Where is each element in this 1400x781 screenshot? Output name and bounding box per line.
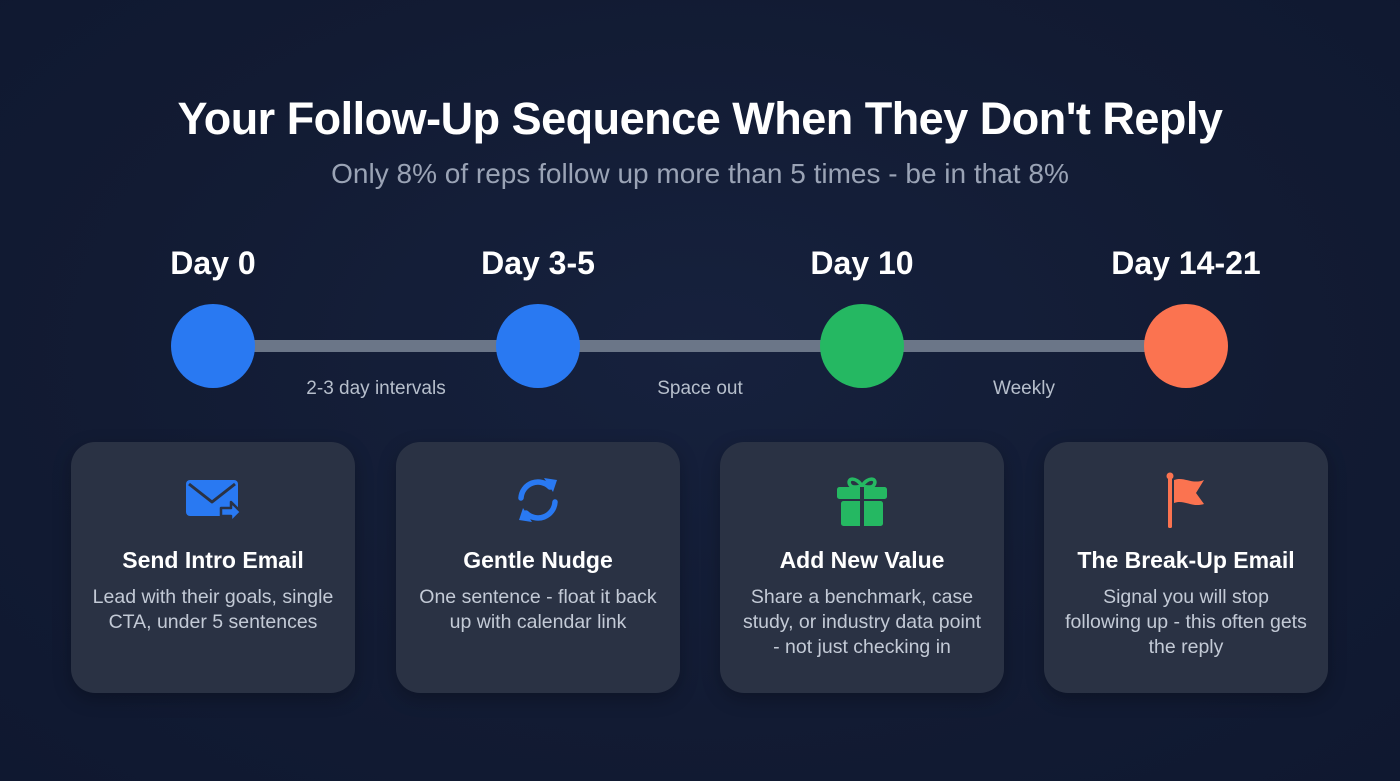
day-label-2: Day 10 [810, 245, 914, 281]
timeline-node-day-14-21 [1144, 304, 1228, 388]
card-description: Signal you will stop following up - this… [1065, 586, 1307, 658]
card-description: Share a benchmark, case study, or indust… [742, 586, 982, 658]
page-subtitle: Only 8% of reps follow up more than 5 ti… [331, 158, 1069, 189]
flag-icon [1156, 472, 1216, 528]
step-card-break-up-email: The Break-Up Email Signal you will stop … [1044, 442, 1328, 693]
card-title: Send Intro Email [122, 547, 304, 573]
interval-label-0: 2-3 day intervals [306, 378, 446, 399]
card-title: The Break-Up Email [1077, 547, 1295, 573]
card-title: Add New Value [779, 547, 945, 573]
timeline-node-day-3-5 [496, 304, 580, 388]
step-card-send-intro-email: Send Intro Email Lead with their goals, … [71, 442, 355, 693]
gift-icon [832, 472, 892, 528]
card-description: Lead with their goals, single CTA, under… [92, 586, 334, 633]
card-description: One sentence - float it back up with cal… [419, 586, 657, 633]
page-title: Your Follow-Up Sequence When They Don't … [177, 93, 1223, 144]
step-card-add-new-value: Add New Value Share a benchmark, case st… [720, 442, 1004, 693]
refresh-icon [508, 472, 568, 528]
timeline-node-day-0 [171, 304, 255, 388]
interval-label-1: Space out [657, 378, 743, 399]
step-card-gentle-nudge: Gentle Nudge One sentence - float it bac… [396, 442, 680, 693]
card-title: Gentle Nudge [463, 547, 613, 573]
day-label-1: Day 3-5 [481, 245, 595, 281]
day-label-3: Day 14-21 [1111, 245, 1261, 281]
email-send-icon [183, 472, 243, 528]
interval-label-2: Weekly [993, 378, 1055, 399]
timeline-track [213, 340, 1186, 352]
day-label-0: Day 0 [170, 245, 256, 281]
timeline-node-day-10 [820, 304, 904, 388]
